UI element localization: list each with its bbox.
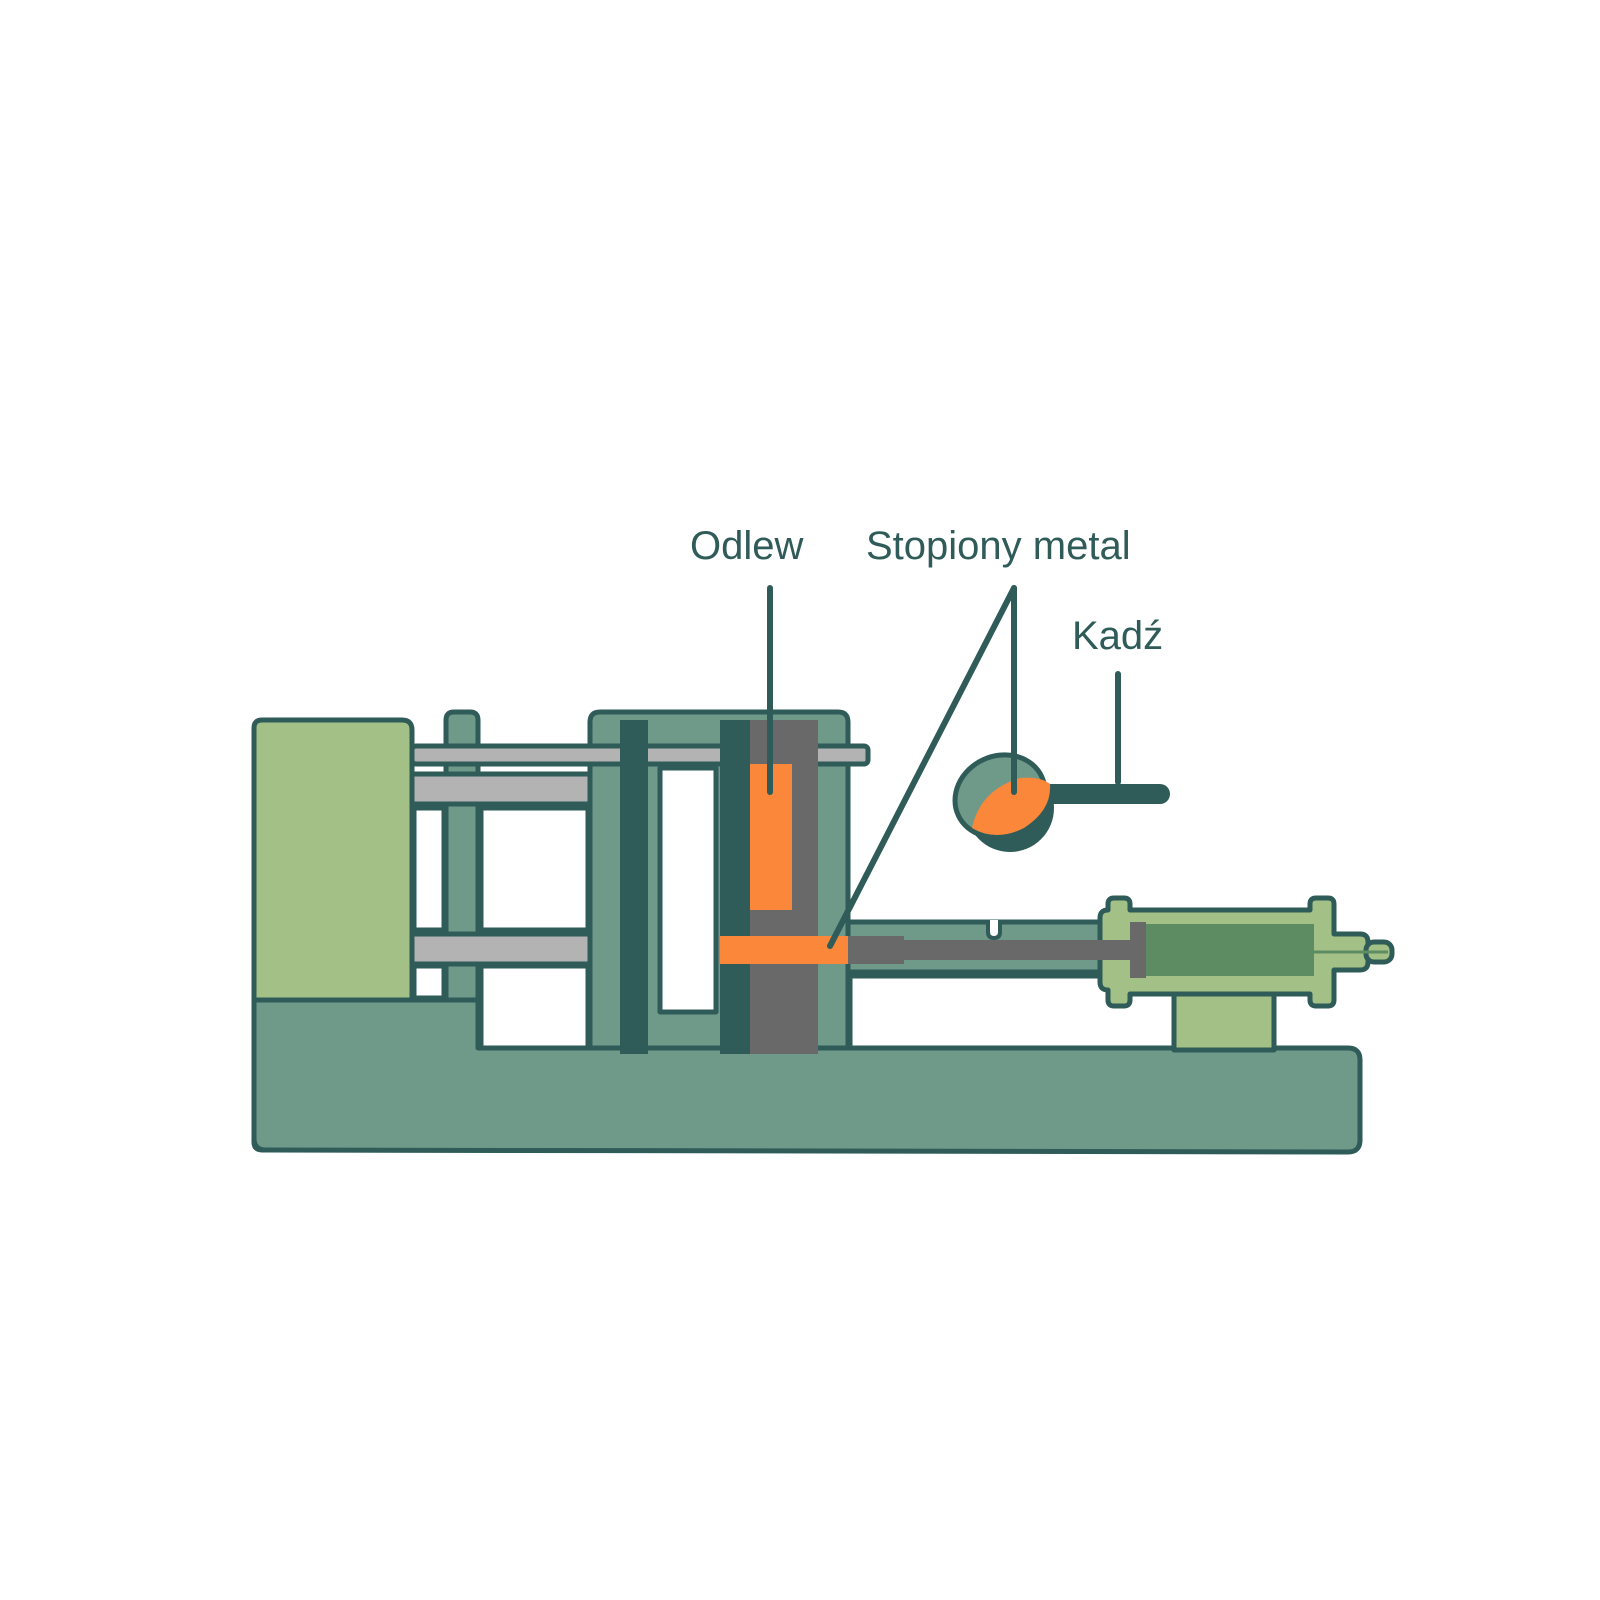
cylinder-bore: [1146, 924, 1314, 976]
plunger-tip: [848, 936, 904, 964]
piston-head: [1130, 922, 1146, 978]
molten-metal-shot: [720, 936, 848, 964]
window-left-upper: [411, 805, 447, 933]
window-top: [478, 805, 591, 933]
pour-hole: [986, 920, 1002, 941]
die-plate-dark: [620, 720, 648, 1054]
window-left-lower: [411, 963, 447, 1001]
plunger-rod: [900, 940, 1130, 960]
machine-bed: [251, 997, 1363, 1155]
injection-pedestal: [1171, 983, 1277, 1053]
casting-label: Odlew: [690, 524, 804, 568]
tie-bar-upper: [409, 771, 593, 807]
molten-metal-leader-sleeve: [827, 585, 1017, 949]
ladle-label: Kadź: [1072, 614, 1164, 658]
window-bottom: [478, 963, 591, 1051]
die-left: [720, 720, 750, 1054]
ladle-molten-metal: [972, 777, 1051, 835]
platen-slot: [657, 765, 719, 1015]
tie-bar-lower: [409, 931, 593, 967]
molten-metal-label: Stopiony metal: [866, 524, 1131, 568]
